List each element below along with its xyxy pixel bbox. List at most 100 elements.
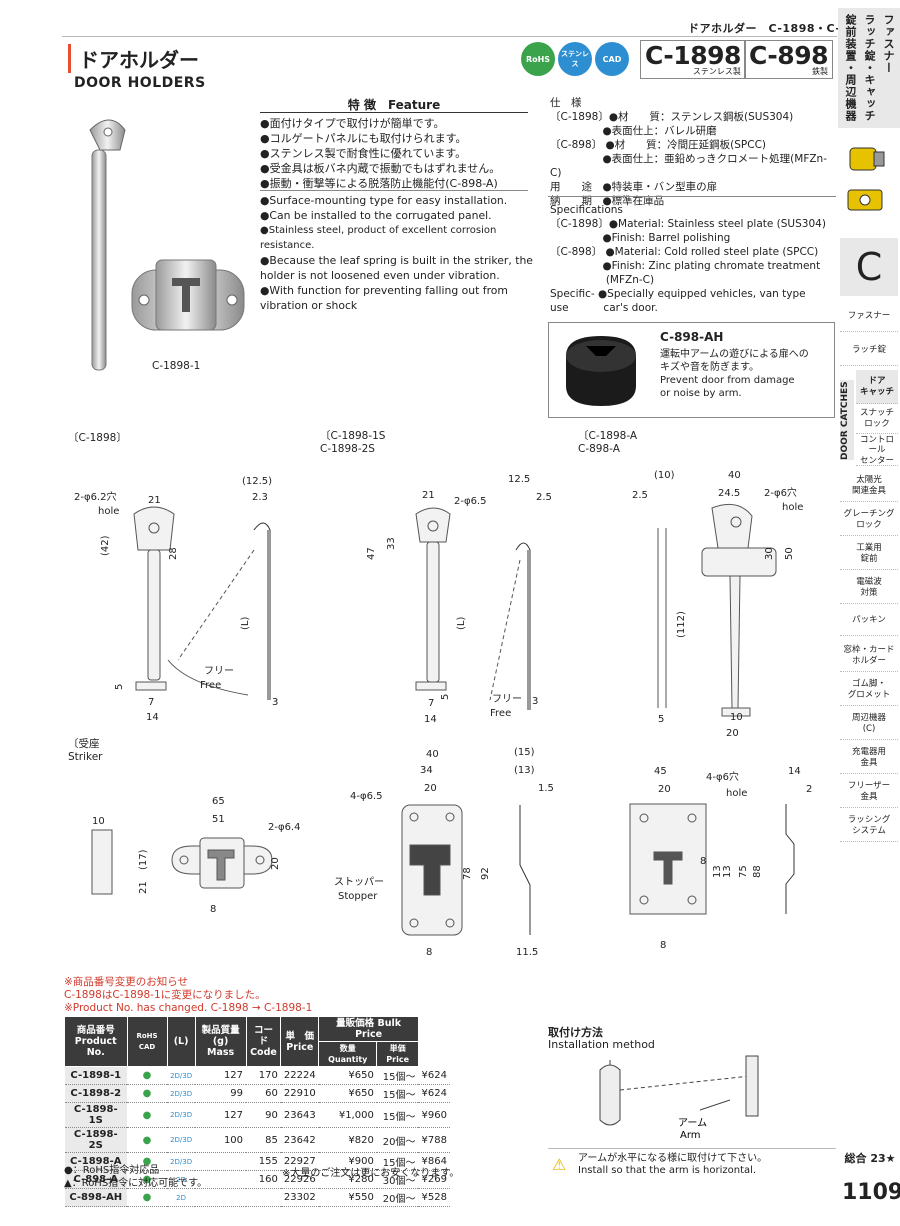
dim-8t: 8 bbox=[700, 856, 706, 867]
product-c898: C-898 鉄製 bbox=[744, 40, 833, 79]
drawing-title-a: 〔C-1898-A C-898-A bbox=[578, 430, 638, 455]
drawing-title-1s2s: 〔C-1898-1S C-1898-2S bbox=[320, 430, 386, 455]
dim-7b: 7 bbox=[428, 698, 434, 709]
sidebar-item-charger[interactable]: 充電器用 金具 bbox=[840, 742, 898, 774]
sidebar-item-rubber-feet[interactable]: ゴム脚・ グロメット bbox=[840, 674, 898, 706]
cell-price: ¥650 bbox=[318, 1066, 377, 1085]
sidebar-item-card-holder[interactable]: 窓枠・カード ホルダー bbox=[840, 640, 898, 672]
sidebar-item-snatch-lock[interactable]: スナッチ ロック bbox=[856, 404, 898, 434]
cell-price: ¥280 bbox=[318, 1170, 377, 1189]
dim-20t: 20 bbox=[658, 784, 671, 795]
sidebar-category-vertical: ファスナー ラッチ錠・キャッチ 錠前装置・周辺機器 bbox=[838, 8, 900, 128]
cell-rohs: ● bbox=[127, 1188, 168, 1207]
dim-40s: 40 bbox=[426, 749, 439, 760]
sidebar-item-freezer[interactable]: フリーザー 金具 bbox=[840, 776, 898, 808]
cell-cad: 2D bbox=[167, 1170, 196, 1189]
drawing-1s2s: 21 2-φ6.5 12.5 2.5 47 33 (L) 5 7 14 3 フリ… bbox=[366, 474, 552, 725]
cell-cad: 2D/3D bbox=[167, 1102, 196, 1128]
header-rule bbox=[62, 36, 837, 37]
drawing-a: (10) 2.5 40 24.5 2-φ6穴 hole 30 50 (112) … bbox=[632, 470, 803, 738]
dim-phi6: 2-φ6穴 bbox=[764, 486, 797, 499]
dim-12-5: (12.5) bbox=[242, 476, 272, 487]
sidebar-item-solar[interactable]: 太陽光 関連金具 bbox=[840, 470, 898, 502]
rohs-badge: RoHS bbox=[521, 42, 555, 76]
cell-price: ¥550 bbox=[318, 1188, 377, 1207]
sidebar-item-control-center[interactable]: コントロール センター bbox=[856, 435, 898, 466]
cell-qty: 15個〜 bbox=[376, 1066, 419, 1085]
cell-L: 127 bbox=[195, 1102, 247, 1128]
dim-30: 30 bbox=[764, 547, 775, 560]
dim-65: 65 bbox=[212, 796, 225, 807]
dim-Lb: (L) bbox=[456, 617, 467, 630]
dim-15: (15) bbox=[514, 747, 535, 758]
features-heading: 特 徴 Feature bbox=[347, 98, 441, 112]
ah-label: C-898-AH bbox=[660, 330, 724, 344]
cell-code: 23642 bbox=[280, 1127, 319, 1153]
sidebar-item-door-catch[interactable]: ドア キャッチ bbox=[856, 370, 898, 404]
dim-11-5: 11.5 bbox=[516, 947, 538, 958]
sidebar-item-emi[interactable]: 電磁波 対策 bbox=[840, 572, 898, 604]
dim-2-5c: 2.5 bbox=[632, 490, 648, 501]
dim-8s: 8 bbox=[210, 904, 216, 915]
cell-bprice: ¥788 bbox=[418, 1127, 450, 1153]
sidebar-item-latch[interactable]: ラッチ錠 bbox=[840, 336, 898, 366]
free-en-2: Free bbox=[490, 708, 511, 719]
sidebar-item-lashing[interactable]: ラッシング システム bbox=[840, 810, 898, 842]
ah-photo bbox=[566, 336, 636, 406]
drawing-striker: 65 51 2-φ6.4 10 (17) 21 20 8 bbox=[91, 796, 300, 915]
dim-14t: 14 bbox=[788, 766, 801, 777]
stopper-jp: ストッパー bbox=[334, 876, 384, 888]
ah-desc-jp: 運転中アームの遊びによる扉への キズや音を防ぎます。 bbox=[660, 349, 809, 373]
cell-mass: 90 bbox=[246, 1102, 281, 1128]
sidebar-item-grating-lock[interactable]: グレーチング ロック bbox=[840, 504, 898, 536]
cell-cad: 2D/3D bbox=[167, 1152, 196, 1171]
cell-L: 99 bbox=[195, 1084, 247, 1103]
sidebar-item-industrial-lock[interactable]: 工業用 錠前 bbox=[840, 538, 898, 570]
sidebar-item-packing[interactable]: パッキン bbox=[840, 606, 898, 636]
bulk-note: ※大量のご注文は更にお安くなります。 bbox=[282, 1168, 460, 1179]
cell-code: 22927 bbox=[280, 1152, 319, 1171]
dim-phi6t: 4-φ6穴 bbox=[706, 770, 739, 783]
dim-12-5b: 12.5 bbox=[508, 474, 530, 485]
dim-20c: 20 bbox=[726, 728, 739, 738]
cell-code: 22910 bbox=[280, 1084, 319, 1103]
dim-40: 40 bbox=[728, 470, 741, 481]
free-jp: フリー bbox=[204, 666, 234, 677]
dim-24-5: 24.5 bbox=[718, 488, 740, 499]
dim-75: 75 bbox=[738, 865, 749, 878]
dim-20s: 20 bbox=[270, 857, 281, 870]
dim-5: 5 bbox=[114, 684, 125, 690]
dim-3: 3 bbox=[272, 697, 278, 708]
cell-bprice: ¥624 bbox=[418, 1066, 450, 1085]
cell-mass: 60 bbox=[246, 1084, 281, 1103]
cell-bprice: ¥624 bbox=[418, 1084, 450, 1103]
cell-cad: 2D bbox=[167, 1188, 196, 1207]
dim-2t: 2 bbox=[806, 784, 812, 795]
dim-2-3: 2.3 bbox=[252, 492, 268, 503]
sidebar-item-peripherals[interactable]: 周辺機器 (C) bbox=[840, 708, 898, 740]
total-label: 総合 23★ bbox=[844, 1152, 896, 1165]
dim-hole: 2-φ6.2穴 bbox=[74, 490, 116, 503]
spec-divider bbox=[548, 196, 836, 197]
category-header: ドアホルダー C-1898・C-898 bbox=[688, 22, 865, 35]
cell-bprice: ¥960 bbox=[418, 1102, 450, 1128]
cell-bprice: ¥528 bbox=[418, 1188, 450, 1207]
cell-price: ¥650 bbox=[318, 1084, 377, 1103]
drawing-striker-stopper: 40 34 20 4-φ6.5 (15) (13) 1.5 78 92 8 11… bbox=[334, 747, 554, 958]
holder-photo bbox=[89, 119, 245, 371]
dim-13a: 13 bbox=[712, 865, 723, 878]
sidebar-item-fastener[interactable]: ファスナー bbox=[840, 302, 898, 332]
cell-code: 23302 bbox=[280, 1188, 319, 1207]
dim-1-5: 1.5 bbox=[538, 783, 554, 794]
dim-21s: 21 bbox=[138, 881, 149, 894]
ah-box bbox=[548, 322, 835, 418]
dim-21b: 21 bbox=[422, 490, 435, 501]
dim-28: 28 bbox=[168, 547, 179, 560]
dim-21: 21 bbox=[148, 495, 161, 506]
features-jp: ●面付けタイプで取付けが簡単です。●コルゲートパネルにも取付けられます。●ステン… bbox=[260, 117, 501, 190]
dim-88: 88 bbox=[752, 865, 763, 878]
cell-qty: 15個〜 bbox=[376, 1084, 419, 1103]
